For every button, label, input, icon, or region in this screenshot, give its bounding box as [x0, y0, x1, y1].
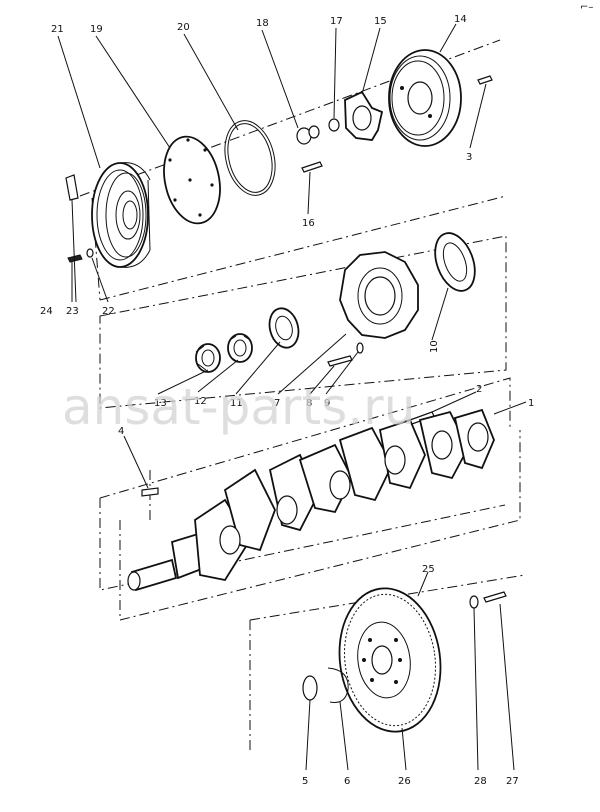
envelope-flywheel [249, 574, 526, 750]
flywheel-washer [469, 595, 479, 609]
label-1: 1 [528, 398, 534, 409]
label-26: 26 [398, 776, 411, 787]
corner-mark: ⌐– [580, 2, 593, 13]
pulley-bolt [67, 254, 83, 263]
label-27: 27 [506, 776, 519, 787]
snap-ring [327, 667, 349, 703]
label-23: 23 [66, 306, 79, 317]
label-22: 22 [102, 306, 115, 317]
o-ring [224, 120, 276, 196]
label-5: 5 [302, 776, 308, 787]
hub-nut [308, 125, 320, 139]
label-13: 13 [154, 398, 167, 409]
pilot-bearing [302, 675, 318, 701]
label-19: 19 [90, 24, 103, 35]
label-18: 18 [256, 18, 269, 29]
crank-pulley [91, 162, 151, 268]
cover-washer [356, 342, 364, 354]
label-16: 16 [302, 218, 315, 229]
flywheel-bolt [483, 591, 507, 603]
front-cover [339, 251, 419, 339]
label-14: 14 [454, 14, 467, 25]
hub-bolt [301, 161, 323, 173]
label-21: 21 [51, 24, 64, 35]
hub-flange [344, 90, 384, 141]
envelope-crankshaft [99, 377, 521, 621]
label-25: 25 [422, 564, 435, 575]
damper-plate [163, 135, 221, 225]
label-20: 20 [177, 22, 190, 33]
envelope-pulley-group [79, 39, 507, 301]
leader-lines [57, 23, 527, 771]
spacer-ring [328, 118, 340, 132]
label-15: 15 [374, 16, 387, 27]
drive-pulley [388, 49, 462, 147]
label-28: 28 [474, 776, 487, 787]
label-17: 17 [330, 16, 343, 27]
label-11: 11 [230, 398, 243, 409]
crank-gear [227, 333, 253, 363]
label-4: 4 [118, 426, 124, 437]
lock-tab [65, 174, 79, 201]
timing-gear [268, 307, 300, 349]
dowel-pin [477, 75, 493, 85]
spacer-bearing [195, 343, 221, 373]
pulley-washer [86, 248, 94, 258]
label-3: 3 [466, 152, 472, 163]
label-24: 24 [40, 306, 53, 317]
label-2: 2 [476, 384, 482, 395]
label-12: 12 [194, 396, 207, 407]
label-9: 9 [324, 398, 330, 409]
flywheel [338, 587, 442, 733]
label-6: 6 [344, 776, 350, 787]
label-8: 8 [306, 398, 312, 409]
shaft-key [141, 487, 159, 497]
watermark-text: ansat-parts.ru [62, 378, 415, 436]
oil-seal [434, 232, 476, 292]
label-10: 10 [429, 340, 440, 353]
label-7: 7 [274, 398, 280, 409]
crankshaft [127, 408, 495, 592]
